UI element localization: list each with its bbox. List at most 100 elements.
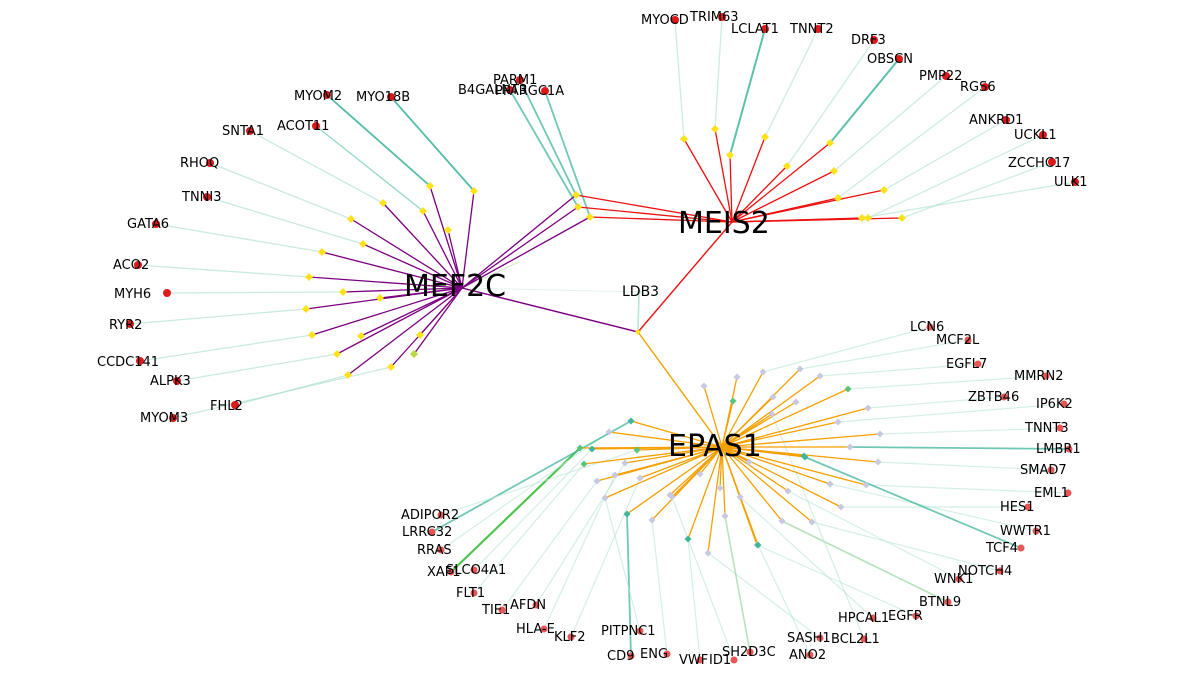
edge-epas1-flt1 — [583, 446, 723, 465]
mid-node-ppargc1a — [586, 213, 594, 221]
edge-epas1-lrrc32 — [630, 420, 723, 448]
mid-node-zbtb46 — [864, 404, 872, 412]
edge-epas1-eml1 — [721, 446, 867, 486]
mid-node-mmrn2 — [844, 385, 852, 393]
gene-label-tcf4: TCF4 — [985, 541, 1018, 556]
target-node-lcn6 — [926, 323, 934, 331]
gene-label-flt1: FLT1 — [456, 586, 485, 601]
gene-label-wwtr1: WWTR1 — [1000, 524, 1051, 539]
edge-target-mmrn2 — [847, 375, 1047, 390]
mid-node-lcn6 — [759, 368, 767, 376]
edge-target-eng — [651, 519, 668, 655]
gene-label-btnl9: BTNL9 — [919, 595, 961, 610]
mid-node-myo18b — [470, 187, 478, 195]
edge-epas1-junction — [637, 331, 723, 448]
edge-meis2-drf3 — [731, 165, 788, 223]
gene-label-xaf1: XAF1 — [427, 565, 461, 580]
edge-target-myo18b — [390, 96, 475, 192]
edge-epas1-sash1 — [707, 446, 723, 554]
gene-label-tnnt3: TNNT3 — [1024, 421, 1069, 436]
edge-target-tcf4 — [804, 456, 1022, 549]
gene-label-pmp22: PMP22 — [919, 69, 962, 84]
target-node-rras — [437, 546, 445, 554]
mid-node-hpcal1 — [736, 493, 744, 501]
mid-node-ldb3 — [636, 289, 642, 295]
edge-meis2-myocd — [683, 138, 733, 223]
target-node-vwf — [696, 656, 704, 664]
mid-node-sash1 — [704, 549, 712, 557]
mid-node-rgs6 — [834, 194, 842, 202]
mid-node-adipor2 — [633, 446, 641, 454]
gene-label-hla-e: HLA-E — [516, 622, 555, 637]
edge-target-notch4 — [811, 521, 1001, 572]
target-node-mcf2l — [964, 336, 972, 344]
target-node-tnnt2 — [814, 25, 822, 33]
mid-node-sh2d3c — [721, 512, 729, 520]
edge-target-lmbr1 — [849, 446, 1070, 450]
edge-epas1-eng — [651, 446, 723, 521]
edge-target-b4galnt3 — [509, 89, 579, 208]
mid-node-smad7 — [874, 458, 882, 466]
edge-target-parm1 — [519, 79, 577, 196]
gene-label-fhl2: FHL2 — [210, 399, 243, 414]
gene-label-lrrc32: LRRC32 — [402, 525, 452, 540]
gene-label-myom3: MYOM3 — [140, 411, 188, 426]
target-node-ip6k2 — [1060, 400, 1068, 408]
gene-label-wnk1: WNK1 — [934, 572, 973, 587]
edge-epas1-lcn6 — [721, 371, 764, 448]
hub-label-epas1: EPAS1 — [668, 429, 762, 464]
mid-node-myocd — [680, 135, 688, 143]
gene-label-tnnt2: TNNT2 — [789, 22, 834, 37]
gene-label-adipor2: ADIPOR2 — [401, 508, 459, 523]
mid-node-ano2 — [754, 541, 762, 549]
edge-epas1-ip6k2 — [721, 421, 839, 448]
target-node-tie1 — [498, 606, 506, 614]
edge-target-slco4a1 — [473, 448, 593, 571]
edge-target-afdn — [535, 462, 626, 606]
mid-node-klf2 — [636, 474, 644, 482]
edge-mef2c-parm1 — [461, 194, 577, 289]
target-node-sash1 — [816, 634, 824, 642]
target-node-btnl9 — [944, 598, 952, 606]
target-node-b4galnt3 — [506, 86, 514, 94]
target-node-lrrc32 — [428, 528, 436, 536]
gene-label-lclat1: LCLAT1 — [731, 22, 779, 37]
edge-epas1-btnl9 — [721, 446, 783, 522]
edge-mef2c-myom2 — [429, 185, 463, 289]
target-node-gata6 — [152, 220, 160, 228]
edge-mef2c-rhoq — [350, 218, 463, 289]
edge-target-sash1 — [707, 552, 821, 639]
edge-epas1-tnnt3 — [721, 433, 881, 448]
gene-label-myocd: MYOCD — [641, 13, 689, 28]
gene-label-bcl2l1: BCL2L1 — [831, 632, 880, 647]
target-node-ulk1 — [1071, 178, 1079, 186]
mid-node-tnnt2 — [761, 133, 769, 141]
mid-node-myh6 — [339, 288, 347, 296]
mid-node-ulk1 — [858, 214, 866, 222]
target-node-slco4a1 — [470, 566, 478, 574]
gene-label-lcn6: LCN6 — [910, 320, 944, 335]
gene-label-mmrn2: MMRN2 — [1014, 369, 1063, 384]
mid-node-myom3 — [387, 363, 395, 371]
mid-node-mef2c-d — [416, 331, 424, 339]
edge-mef2c-b4galnt3 — [461, 206, 579, 289]
mid-node-trim63 — [711, 125, 719, 133]
edge-mef2c-junction — [461, 287, 639, 333]
edge-target-aco2 — [137, 264, 310, 278]
mid-node-parm1 — [572, 191, 580, 199]
target-node-hla-e — [540, 625, 548, 633]
mid-node-wnk1 — [784, 487, 792, 495]
edge-mef2c-alpk3 — [336, 287, 463, 355]
edge-target-gata6 — [155, 223, 323, 253]
edge-target-ano2 — [757, 544, 811, 656]
edge-target-myocd — [674, 19, 685, 140]
target-node-tcf4 — [1017, 544, 1025, 552]
hub-label-mef2c: MEF2C — [404, 269, 506, 304]
edge-target-smad7 — [877, 461, 1052, 471]
gene-label-ppargc1a: PPARGC1A — [495, 84, 564, 99]
gene-label-eml1: EML1 — [1034, 486, 1069, 501]
gene-label-zbtb46: ZBTB46 — [968, 390, 1019, 405]
edge-meis2-trim63 — [714, 128, 733, 223]
target-node-bcl2l1 — [860, 635, 868, 643]
